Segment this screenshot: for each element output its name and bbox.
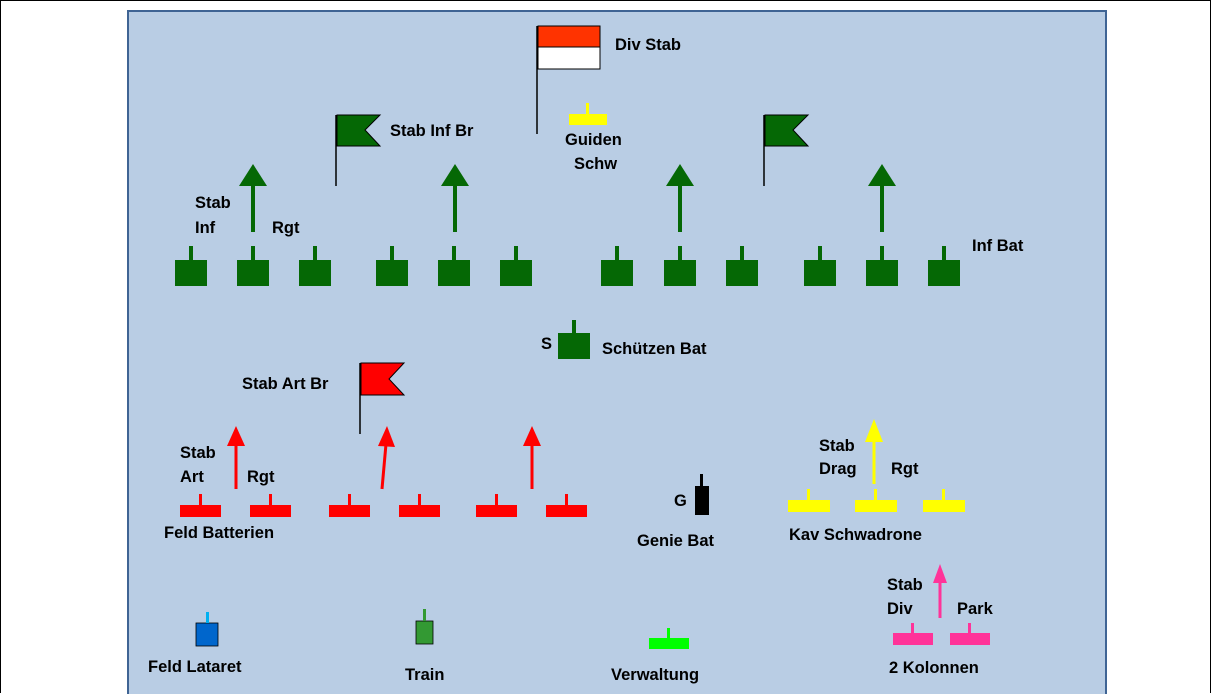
inf-bat-4 (376, 246, 408, 286)
train-symbol (415, 609, 434, 645)
inf-bat-label: Inf Bat (972, 237, 1024, 255)
feld-batterien-row (180, 494, 587, 517)
inf-bat-8 (664, 246, 696, 286)
rgt-label-1: Rgt (272, 219, 300, 237)
stab-label-4: Stab (887, 576, 923, 594)
outer-frame-left (0, 0, 1, 693)
feld-batterie-5 (476, 494, 517, 517)
verwaltung-label: Verwaltung (611, 666, 699, 684)
stab-label-1: Stab (195, 194, 231, 212)
div-stab-flag (536, 25, 601, 134)
guiden-schw-symbol (569, 103, 607, 125)
art-rgt-arrow-1 (227, 426, 245, 489)
inf-bat-12 (928, 246, 960, 286)
art-rgt-arrow-3 (523, 426, 541, 489)
stab-art-br-label: Stab Art Br (242, 375, 329, 393)
genie-bat-label: Genie Bat (637, 532, 715, 550)
inf-bat-2 (237, 246, 269, 286)
kolonne-1 (893, 623, 933, 645)
div-label: Div (887, 600, 914, 618)
feld-lataret-symbol (195, 612, 219, 647)
inf-label: Inf (195, 219, 216, 237)
inf-bat-6 (500, 246, 532, 286)
inf-bat-9 (726, 246, 758, 286)
stab-inf-br-flag-left (335, 114, 382, 186)
feld-lataret-label: Feld Lataret (148, 658, 242, 676)
inf-bat-5 (438, 246, 470, 286)
art-label: Art (180, 468, 204, 486)
feld-batterie-6 (546, 494, 587, 517)
inf-bat-7 (601, 246, 633, 286)
feld-batterie-3 (329, 494, 370, 517)
inf-bat-1 (175, 246, 207, 286)
kolonne-2 (950, 623, 990, 645)
stab-art-br-flag (359, 362, 406, 434)
feld-batterie-2 (250, 494, 291, 517)
schw-label: Schw (574, 155, 617, 173)
genie-bat-symbol (695, 474, 709, 515)
kav-schwadron-3 (923, 489, 965, 512)
div-park-arrow (933, 564, 947, 618)
train-label: Train (405, 666, 444, 684)
guiden-label: Guiden (565, 131, 622, 149)
kav-schwadrone-label: Kav Schwadrone (789, 526, 922, 544)
stab-label-2: Stab (180, 444, 216, 462)
inf-rgt-arrow-2 (441, 164, 469, 232)
rgt-label-3: Rgt (891, 460, 919, 478)
rgt-label-2: Rgt (247, 468, 275, 486)
art-rgt-arrows (227, 426, 541, 490)
inf-bat-3 (299, 246, 331, 286)
inf-rgt-arrows (239, 164, 896, 232)
kolonnen-label: 2 Kolonnen (889, 659, 979, 677)
kolonnen-row (893, 623, 990, 645)
verwaltung-symbol (649, 628, 689, 649)
kav-schwadron-2 (855, 489, 897, 512)
park-label: Park (957, 600, 994, 618)
feld-batterie-1 (180, 494, 221, 517)
kav-schwadron-1 (788, 489, 830, 512)
inf-bat-10 (804, 246, 836, 286)
div-stab-label: Div Stab (615, 36, 681, 54)
g-label: G (674, 492, 687, 510)
stab-inf-br-flag-right (763, 114, 810, 186)
kav-rgt-arrow (865, 419, 883, 484)
inf-rgt-arrow-1 (239, 164, 267, 232)
inf-bat-row (175, 246, 960, 286)
stab-label-3: Stab (819, 437, 855, 455)
stab-inf-br-label: Stab Inf Br (390, 122, 474, 140)
kav-schwadrone-row (788, 489, 965, 512)
feld-batterien-label: Feld Batterien (164, 524, 274, 542)
feld-batterie-4 (399, 494, 440, 517)
inf-rgt-arrow-3 (666, 164, 694, 232)
drag-label: Drag (819, 460, 857, 478)
diagram-canvas: Div Stab Guiden Schw Stab Inf Br (127, 10, 1107, 694)
inf-bat-11 (866, 246, 898, 286)
outer-frame-right (1210, 0, 1211, 693)
schuetzen-bat-label: Schützen Bat (602, 340, 707, 358)
s-label: S (541, 335, 552, 353)
inf-rgt-arrow-4 (868, 164, 896, 232)
schuetzen-bat-symbol (558, 320, 590, 359)
art-rgt-arrow-2 (378, 426, 395, 490)
org-chart-svg: Div Stab Guiden Schw Stab Inf Br (148, 25, 1024, 684)
